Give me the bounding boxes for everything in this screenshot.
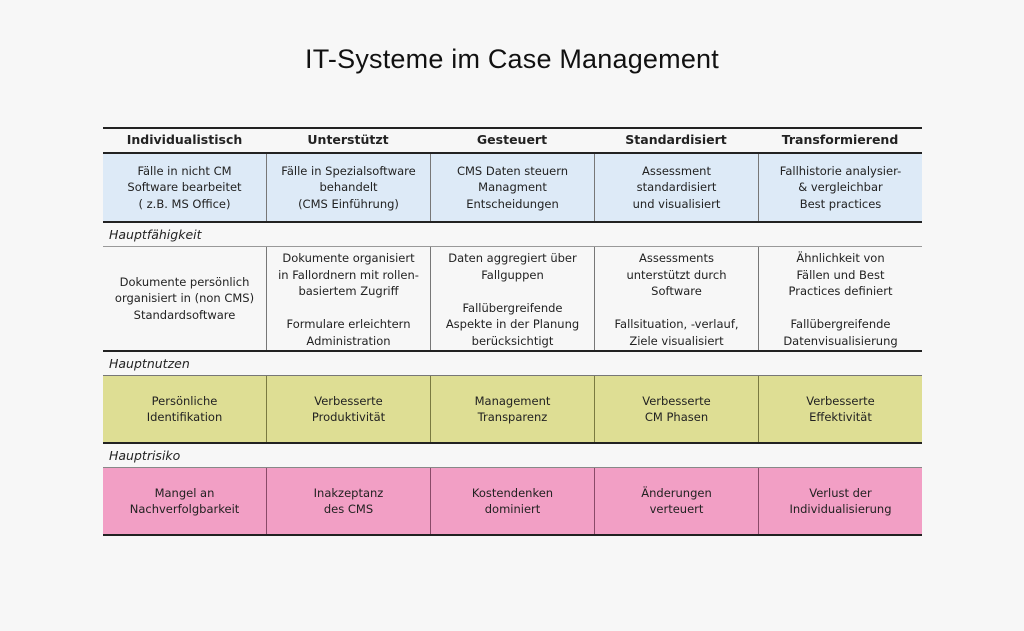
section-label-risk: Hauptrisiko [109, 448, 181, 463]
table-cell: Assessments unterstützt durch Software F… [594, 247, 758, 350]
table-cell: CMS Daten steuern Managment Entscheidung… [430, 154, 594, 221]
page-title: IT-Systeme im Case Management [305, 44, 719, 74]
table-cell: Dokumente organisiert in Fallordnern mit… [266, 247, 430, 350]
section-label-benefit: Hauptnutzen [109, 356, 190, 371]
table-cell: Verlust der Individualisierung [758, 468, 922, 534]
table-cell: Änderungen verteuert [594, 468, 758, 534]
table-cell: Management Transparenz [430, 376, 594, 442]
table-cell: Verbesserte Produktivität [266, 376, 430, 442]
table-cell: Fälle in Spezialsoftware behandelt (CMS … [266, 154, 430, 221]
table-cell: Fälle in nicht CM Software bearbeitet ( … [127, 163, 242, 211]
benefit-row: Persönliche Identifikation Verbesserte P… [103, 375, 922, 444]
table-cell: Dokumente persönlich organisiert in (non… [114, 274, 255, 322]
column-header-individualistisch: Individualistisch [126, 132, 243, 148]
table-header-row: Individualistisch Unterstützt Gesteuert … [103, 127, 922, 154]
table-cell: Assessment standardisiert und visualisie… [594, 154, 758, 221]
maturity-table: Individualistisch Unterstützt Gesteuert … [103, 127, 922, 536]
column-header-unterstuetzt: Unterstützt [307, 132, 389, 148]
description-row: Fälle in nicht CM Software bearbeitet ( … [103, 154, 922, 223]
capability-row: Dokumente persönlich organisiert in (non… [103, 246, 922, 352]
table-cell: Verbesserte CM Phasen [594, 376, 758, 442]
table-cell: Persönliche Identifikation [146, 393, 223, 425]
table-cell: Mangel an Nachverfolgbarkeit [129, 485, 240, 517]
column-header-gesteuert: Gesteuert [476, 132, 548, 148]
section-label-capability: Hauptfähigkeit [109, 227, 202, 242]
risk-row: Mangel an Nachverfolgbarkeit Inakzeptanz… [103, 467, 922, 536]
table-cell: Verbesserte Effektivität [758, 376, 922, 442]
table-cell: Fallhistorie analysier- & vergleichbar B… [758, 154, 922, 221]
table-cell: Daten aggregiert über Fallguppen Fallübe… [430, 247, 594, 350]
table-cell: Kostendenken dominiert [430, 468, 594, 534]
column-header-standardisiert: Standardisiert [625, 132, 727, 148]
table-cell: Ähnlichkeit von Fällen und Best Practice… [758, 247, 922, 350]
column-header-transformierend: Transformierend [781, 132, 899, 148]
table-cell: Inakzeptanz des CMS [266, 468, 430, 534]
